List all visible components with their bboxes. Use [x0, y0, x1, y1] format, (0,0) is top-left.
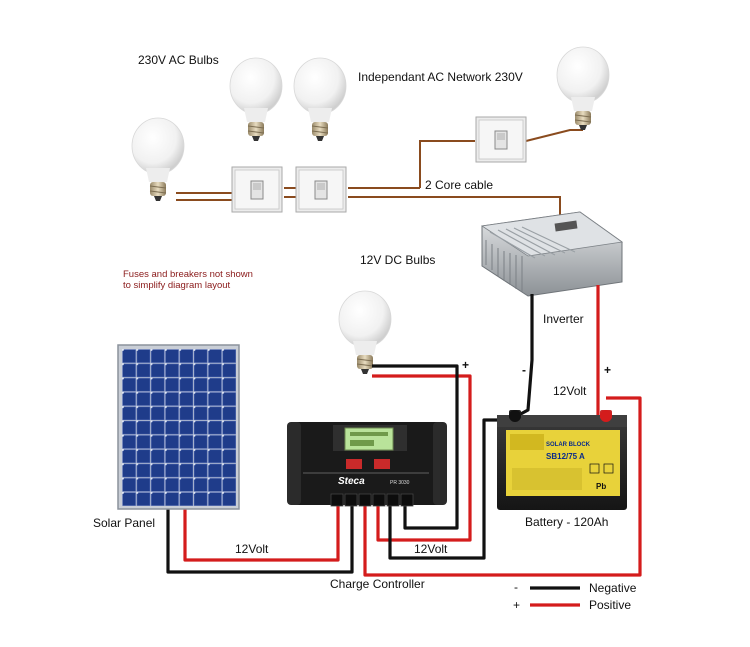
panel-voltage-label: 12Volt [235, 542, 269, 556]
controller-model: PR 3030 [390, 480, 410, 486]
fuses-note-line-2: to simplify diagram layout [123, 280, 231, 291]
charge-controller: Steca PR 3030 [287, 422, 447, 507]
battery-label: Battery - 120Ah [525, 515, 609, 529]
inverter-label: Inverter [543, 312, 584, 326]
legend-negative-sign: - [514, 580, 518, 594]
dc-bulb-plus-sign: + [462, 358, 470, 372]
battery-voltage-label: 12Volt [553, 384, 587, 398]
battery-minus-sign: - [522, 363, 526, 377]
light-switch-3 [475, 116, 527, 163]
controller-voltage-label: 12Volt [414, 542, 448, 556]
negative-wiring [166, 294, 534, 574]
battery-positive-terminal [600, 410, 612, 422]
solar-panel-label: Solar Panel [93, 516, 156, 530]
ac-network-label: Independant AC Network 230V [358, 70, 523, 84]
fuses-note-line-1: Fuses and breakers not shown [123, 269, 253, 280]
ac-bulb-2 [229, 57, 283, 142]
ac-bulbs-label: 230V AC Bulbs [138, 53, 219, 67]
controller-brand: Steca [338, 476, 365, 487]
battery-plus-sign: + [604, 363, 612, 377]
solar-panel [117, 344, 240, 510]
battery-negative-terminal [509, 410, 521, 422]
fuses-note: Fuses and breakers not shown to simplify… [123, 269, 253, 291]
ac-bulb-3 [293, 57, 347, 142]
legend-positive-label: Positive [589, 598, 632, 612]
core-cable-label: 2 Core cable [425, 178, 494, 192]
dc-bulb-minus-sign: - [437, 358, 441, 372]
battery: SOLAR BLOCK SB12/75 A Pb [497, 410, 627, 510]
battery-brand: SOLAR BLOCK [546, 442, 591, 448]
dc-bulb [338, 290, 392, 375]
inverter-unit [480, 211, 624, 297]
light-switch-1 [231, 166, 283, 213]
dc-bulbs-label: 12V DC Bulbs [360, 253, 436, 267]
ac-bulb-4 [556, 46, 610, 131]
legend-negative-label: Negative [589, 581, 637, 595]
light-switch-2 [295, 166, 347, 213]
positive-wiring [183, 285, 642, 577]
battery-model: SB12/75 A [546, 452, 585, 461]
ac-bulb-1 [131, 117, 185, 202]
battery-pb: Pb [596, 482, 606, 491]
charge-controller-label: Charge Controller [330, 577, 425, 591]
legend-positive-sign: + [513, 598, 521, 612]
